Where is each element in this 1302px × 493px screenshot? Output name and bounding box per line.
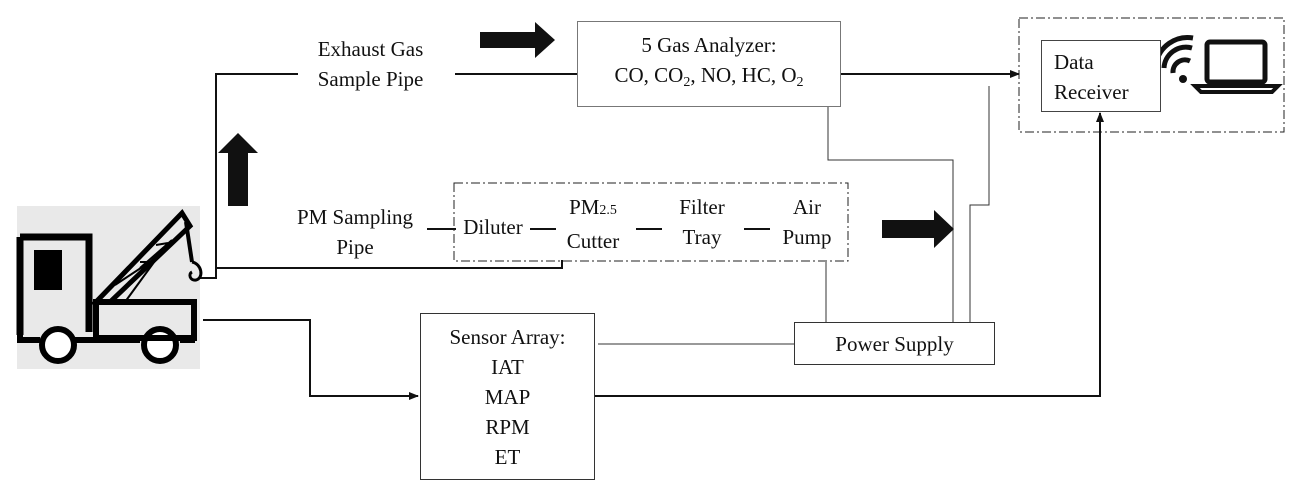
data-receiver-line2: Receiver (1054, 80, 1129, 104)
gas-analyzer-box: 5 Gas Analyzer: CO, CO2, NO, HC, O2 (577, 21, 841, 107)
gas-no: NO (700, 63, 732, 87)
pm-chain-enclosure (453, 182, 849, 262)
gas-hc: HC (741, 63, 771, 87)
exhaust-pipe-line (200, 73, 298, 279)
gas-o2: O2 (781, 63, 804, 90)
sensor-item-iat: IAT (491, 354, 524, 379)
air-pump-label: Air Pump (770, 192, 844, 252)
pm-size-text: 2.5 (599, 203, 617, 218)
data-receiver-line1: Data (1054, 50, 1094, 74)
laptop-icon (1190, 39, 1283, 94)
filter-text: Filter (679, 195, 725, 219)
sensor-item-map: MAP (484, 384, 531, 409)
exhaust-pipe-label: Exhaust Gas Sample Pipe (298, 34, 443, 94)
diluter-label: Diluter (463, 215, 523, 239)
tray-text: Tray (682, 225, 722, 249)
power-supply-label: Power Supply (835, 331, 954, 356)
gas-analyzer-title: 5 Gas Analyzer: (641, 33, 777, 57)
wifi-icon (1153, 35, 1194, 83)
pm-text: PM (569, 195, 600, 219)
arrow-right-icon (882, 210, 954, 248)
truck-to-sensor-arrow (203, 319, 419, 400)
arrow-right-icon (480, 22, 555, 58)
receiver-enclosure (1018, 17, 1285, 133)
sensor-item-rpm: RPM (485, 414, 530, 439)
sensor-array-box: Sensor Array: IAT MAP RPM ET (420, 313, 595, 480)
sensor-to-receiver-arrow (595, 112, 1104, 397)
pm-sampling-pipe-label: PM Sampling Pipe (283, 202, 427, 262)
gas-co: CO (614, 63, 644, 87)
air-text: Air (793, 195, 821, 219)
gas-co2: CO2 (654, 63, 691, 90)
sensor-item-et: ET (494, 444, 521, 469)
pm-pipe-line2: Pipe (336, 235, 374, 259)
arrow-up-icon (218, 133, 258, 206)
sensor-array-title: Sensor Array: (449, 324, 566, 349)
data-receiver-box: Data Receiver (1041, 40, 1161, 112)
power-to-receiver-wire (969, 86, 990, 322)
pm-pipe-line (216, 260, 563, 269)
pm-pipe-line1: PM Sampling (296, 205, 414, 229)
filter-tray-label: Filter Tray (662, 192, 742, 252)
truck-crane-icon (16, 206, 203, 369)
power-to-analyzer-wire (827, 107, 954, 322)
pump-text: Pump (782, 225, 832, 249)
power-supply-box: Power Supply (794, 322, 995, 365)
exhaust-pipe-line2: Sample Pipe (317, 67, 424, 91)
pm25-cutter-label: PM2.5 Cutter (553, 192, 633, 256)
cutter-text: Cutter (566, 229, 620, 253)
exhaust-pipe-line1: Exhaust Gas (317, 37, 424, 61)
gas-analyzer-gases: CO, CO2, NO, HC, O2 (614, 63, 804, 90)
